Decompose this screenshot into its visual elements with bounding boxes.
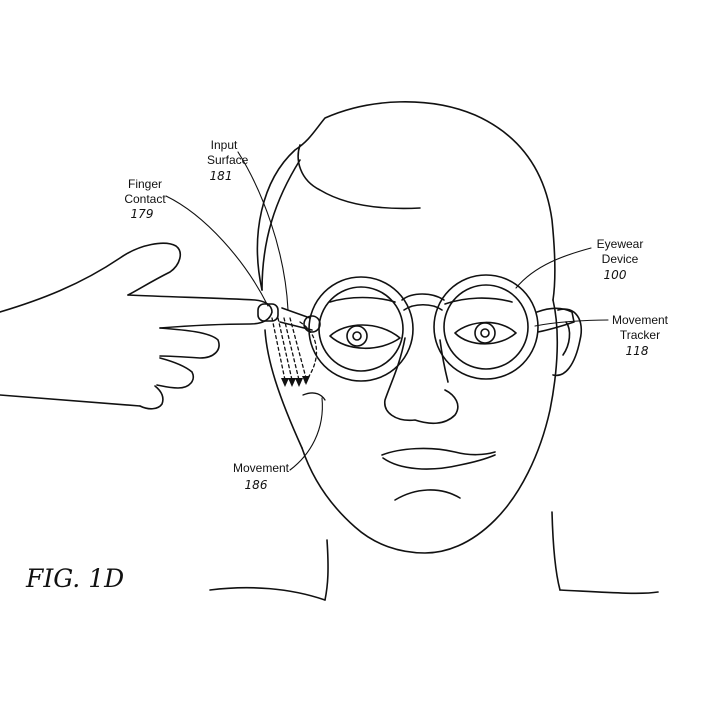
eyes bbox=[329, 321, 517, 349]
finger-contact-label-line1: Finger bbox=[127, 177, 162, 191]
head-outline bbox=[209, 101, 659, 601]
hand-drawing bbox=[0, 242, 279, 410]
input-surface-label-line2: Surface bbox=[207, 153, 249, 167]
eyewear-device-drawing bbox=[279, 274, 575, 382]
movement-label-line1: Movement bbox=[232, 461, 290, 475]
movement-tracker-label-line1: Movement bbox=[611, 313, 669, 327]
movement-label: Movement bbox=[231, 461, 291, 476]
movement-arrowheads bbox=[281, 376, 310, 387]
movement-tracker-label: Movement Tracker bbox=[610, 313, 670, 343]
figure-label: FIG. 1D bbox=[26, 564, 125, 593]
finger-contact-number: 179 bbox=[130, 207, 154, 221]
movement-arrows bbox=[271, 317, 318, 383]
eyewear-device-label-line2: Device bbox=[601, 252, 639, 266]
leader-lines bbox=[165, 151, 609, 471]
movement-curved-arrow bbox=[302, 392, 326, 401]
movement-tracker-number: 118 bbox=[625, 344, 649, 358]
input-surface-number: 181 bbox=[209, 169, 233, 183]
movement-tracker-label-line2: Tracker bbox=[619, 328, 661, 342]
eyewear-device-label-line1: Eyewear bbox=[596, 237, 644, 251]
eyewear-device-number: 100 bbox=[603, 268, 627, 282]
eyewear-device-label: Eyewear Device bbox=[592, 237, 648, 267]
movement-number: 186 bbox=[244, 478, 268, 492]
input-surface-label: Input Surface bbox=[207, 138, 249, 168]
finger-contact-label: Finger Contact bbox=[122, 177, 168, 207]
finger-contact-label-line2: Contact bbox=[124, 192, 166, 206]
input-surface-label-line1: Input bbox=[210, 138, 238, 152]
